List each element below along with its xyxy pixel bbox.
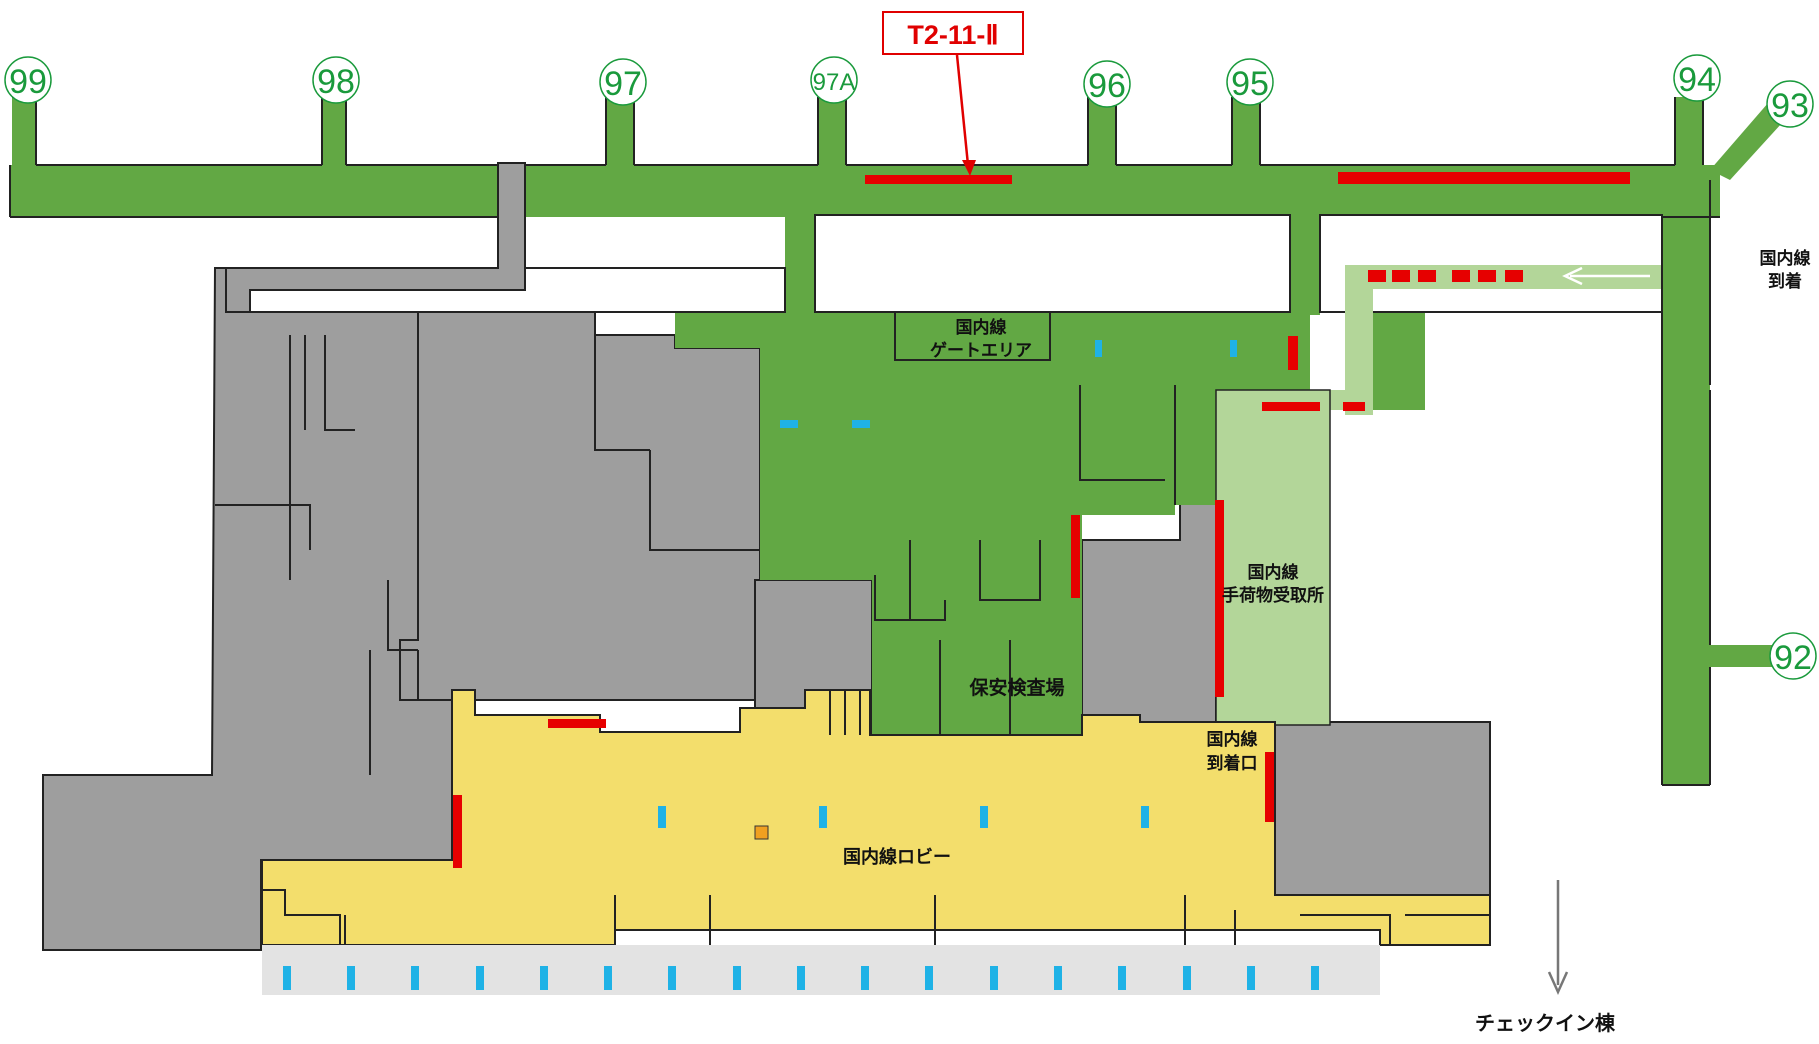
highlight-zones [453,172,1630,868]
callout-arrowhead [962,160,976,176]
lobby-label: 国内線ロビー [843,846,951,868]
security-label: 保安検査場 [968,676,1064,699]
gate-97-label: 97 [604,65,642,103]
gate-area-label-line2: ゲートエリア [930,340,1032,361]
gate-97a-label: 97A [813,69,856,96]
gate-area-label-line1: 国内線 [956,317,1007,338]
callout-label: T2-11-Ⅱ [907,20,998,50]
gate-markers [4,54,1817,680]
arrival-corridor [1216,265,1663,725]
arrival-exit-label-line2: 到着口 [1207,753,1258,774]
callout-box [882,11,1024,55]
building-blocks [42,267,1491,951]
gate-98-label: 98 [317,63,355,101]
gate-93-label: 93 [1771,87,1809,125]
baggage-claim-label-line2: 手荷物受取所 [1222,585,1324,606]
gate-95-label: 95 [1231,65,1269,103]
arrivals-label-line1: 国内線 [1760,248,1811,269]
gate-92-label: 92 [1774,639,1812,677]
gate-94-label: 94 [1678,61,1716,99]
arrival-exit-label-line1: 国内線 [1207,729,1258,750]
building-connector [225,162,526,313]
arrivals-label-line2: 到着 [1768,271,1802,292]
callout-arrow [955,54,970,166]
baggage-claim-label-line1: 国内線 [1248,562,1299,583]
checkin-building-label: チェックイン棟 [1475,1011,1616,1035]
curbside-strip [262,945,1380,995]
gate-99-label: 99 [9,63,47,101]
info-point-marker [754,825,769,840]
marker-symbols [283,340,1319,990]
gate-96-label: 96 [1088,67,1126,105]
